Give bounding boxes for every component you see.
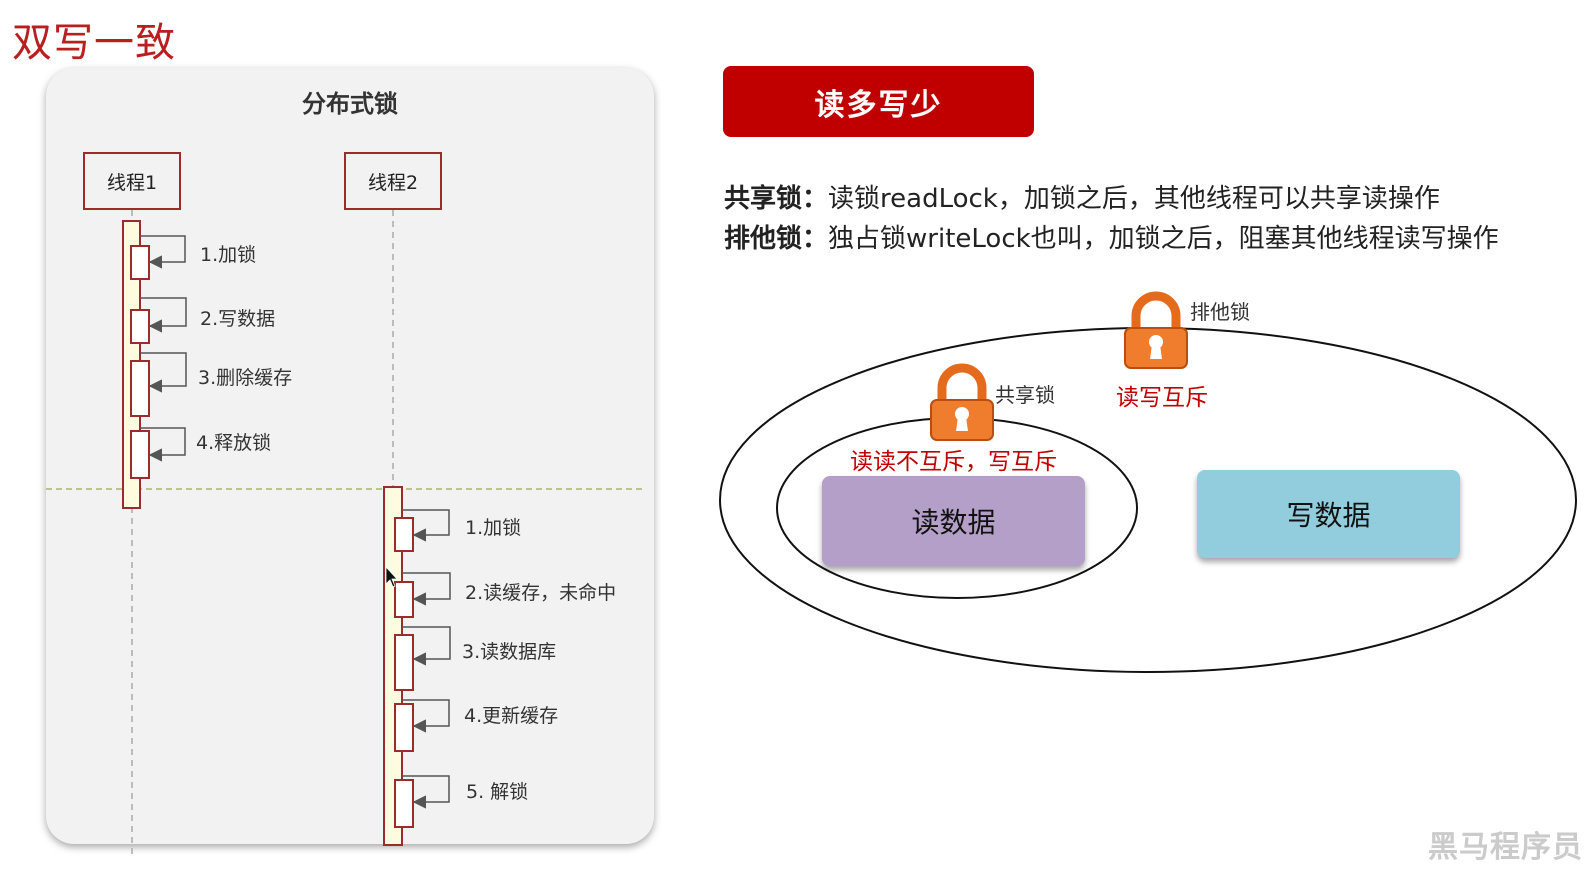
thread2-step-1 (394, 509, 450, 552)
exclusive-lock-term: 排他锁： (724, 224, 829, 254)
thread2-step-1-label: 1.加锁 (465, 517, 522, 539)
mouse-cursor-icon (385, 565, 398, 588)
thread1-box: 线程1 (83, 152, 181, 210)
exclusive-lock-text: 独占锁writeLock也叫，加锁之后，阻塞其他线程读写操作 (828, 224, 1499, 254)
padlock-icon (1124, 291, 1188, 369)
thread2-step-2-label: 2.读缓存，未命中 (465, 582, 617, 604)
exclusive-rule-label: 读写互斥 (1116, 385, 1208, 411)
shared-lock-label: 共享锁 (995, 383, 1055, 407)
shared-lock-description: 共享锁：读锁readLock，加锁之后，其他线程可以共享读操作 (724, 178, 1440, 215)
read-heavy-tag: 读多写少 (723, 66, 1034, 137)
thread1-step-4-label: 4.释放锁 (196, 432, 272, 454)
padlock-icon (930, 363, 994, 441)
thread2-step-5-label: 5. 解锁 (466, 781, 529, 803)
thread2-step-4-label: 4.更新缓存 (464, 705, 559, 727)
thread2-step-2 (394, 572, 451, 618)
shared-rule-label: 读读不互斥，写互斥 (850, 449, 1057, 475)
page-title: 双写一致 (12, 20, 176, 66)
thread2-step-5 (394, 775, 450, 828)
thread1-step-2 (130, 297, 187, 344)
read-data-box: 读数据 (822, 476, 1085, 566)
diagram-title: 分布式锁 (302, 90, 398, 118)
thread1-step-2-label: 2.写数据 (200, 308, 276, 330)
watermark: 黑马程序员 (1428, 830, 1583, 865)
thread1-step-1 (130, 235, 186, 280)
thread2-step-3-label: 3.读数据库 (462, 641, 557, 663)
thread2-box: 线程2 (344, 152, 442, 210)
exclusive-lock-description: 排他锁：独占锁writeLock也叫，加锁之后，阻塞其他线程读写操作 (724, 218, 1499, 255)
thread2-step-3 (394, 626, 451, 691)
thread1-step-3-label: 3.删除缓存 (198, 367, 293, 389)
thread1-step-1-label: 1.加锁 (200, 244, 257, 266)
thread1-step-3 (130, 352, 187, 417)
exclusive-lock-label: 排他锁 (1190, 300, 1250, 324)
thread1-step-4 (130, 427, 186, 479)
thread2-step-4 (394, 699, 450, 752)
shared-lock-term: 共享锁： (724, 184, 829, 214)
write-data-box: 写数据 (1197, 470, 1460, 558)
shared-lock-text: 读锁readLock，加锁之后，其他线程可以共享读操作 (828, 184, 1440, 214)
